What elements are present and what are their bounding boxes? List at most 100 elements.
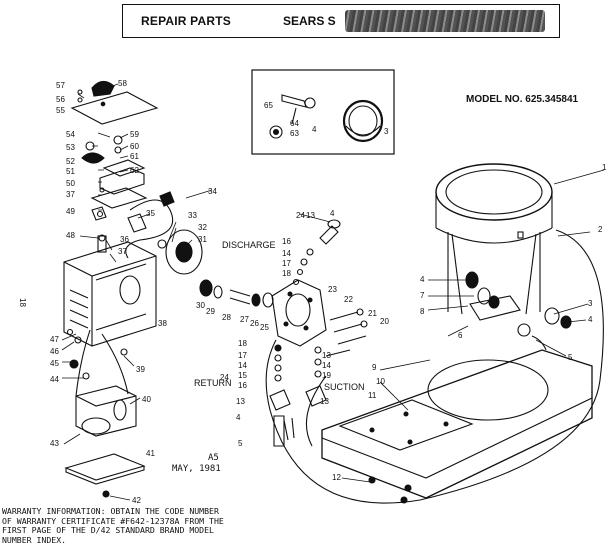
header-title-left: REPAIR PARTS [141,14,231,28]
part-label-9: 9 [372,363,377,372]
part-label-40: 40 [142,395,151,404]
part-label-63: 63 [290,129,299,138]
date-code: A5 [208,453,219,463]
part-label-11: 11 [368,391,377,400]
inset-fitting [269,94,316,139]
part-label-16b: 16 [238,381,247,390]
part-label-33: 33 [188,211,197,220]
header-box: REPAIR PARTS SEARS S [122,4,560,38]
header-obscured-text [345,10,545,32]
part-label-8: 8 [420,307,425,316]
part-label-5a: 5 [238,439,243,448]
part-label-51: 51 [66,167,75,176]
part-label-12: 12 [332,473,341,482]
part-label-22: 22 [344,295,353,304]
part-label-15: 15 [238,371,247,380]
part-label-34: 34 [208,187,217,196]
part-label-59: 59 [130,130,139,139]
part-label-37b: 37 [118,247,127,256]
part-label-2: 2 [598,225,603,234]
suction-label: SUCTION [324,382,365,392]
part-label-38: 38 [158,319,167,328]
part-label-65: 65 [264,101,273,110]
warranty-line: NUMBER INDEX. [2,534,67,545]
base-plate [64,453,146,498]
part-label-4d: 4 [420,275,425,284]
warranty-information: WARRANTY INFORMATION: OBTAIN THE CODE NU… [2,506,302,545]
side-number: 18 [18,298,27,307]
part-label-28: 28 [222,313,231,322]
return-suction-fittings [269,344,327,447]
part-label-18a: 18 [282,269,291,278]
part-label-24a: 24 [296,211,305,220]
return-label: RETURN [194,378,232,388]
part-label-56: 56 [56,95,65,104]
leader-lines [61,83,605,501]
part-label-58: 58 [118,79,127,88]
part-label-19: 19 [322,371,331,380]
part-label-41: 41 [146,449,155,458]
motor-housing [63,235,157,347]
warranty-line: OF WARRANTY CERTIFICATE #F642-12378A FRO… [2,515,224,526]
part-label-3b: 3 [588,299,593,308]
base-platform [321,349,593,499]
part-label-17a: 17 [282,259,291,268]
part-label-52: 52 [66,157,75,166]
power-cord [125,191,175,259]
part-label-4b: 4 [236,413,241,422]
part-label-27: 27 [240,315,249,324]
inset-box [251,69,395,155]
pump-bolts [325,308,368,357]
filter-tank [435,163,553,315]
part-number-labels: 58 57 56 55 54 53 52 51 50 37 49 59 60 6… [18,79,607,505]
part-label-30: 30 [196,301,205,310]
part-label-60: 60 [130,142,139,151]
part-label-36: 36 [120,235,129,244]
part-label-4c: 4 [312,125,317,134]
part-label-37a: 37 [66,190,75,199]
part-label-3a: 3 [384,127,389,136]
part-label-50: 50 [66,179,75,188]
valve-assembly [465,271,572,351]
part-label-17b: 17 [238,351,247,360]
warranty-line: WARRANTY INFORMATION: OBTAIN THE CODE NU… [2,506,219,516]
capacitor [75,329,137,437]
pump-body [271,279,327,347]
part-label-14b: 14 [238,361,247,370]
part-label-31: 31 [198,235,207,244]
part-label-1: 1 [602,163,607,172]
part-label-55: 55 [56,106,65,115]
part-label-13d: 13 [320,397,329,406]
part-label-62: 62 [130,166,139,175]
part-label-10: 10 [376,377,385,386]
inset-seal-ring [342,99,384,143]
part-label-43: 43 [50,439,59,448]
model-number: MODEL NO. 625.345841 [466,94,579,105]
part-label-13a: 13 [306,211,315,220]
part-label-47: 47 [50,335,59,344]
shaft-seal-stack [199,279,274,308]
part-label-4a: 4 [330,209,335,218]
part-label-57: 57 [56,81,65,90]
part-label-14c: 14 [322,361,331,370]
part-label-26: 26 [250,319,259,328]
part-label-23: 23 [328,285,337,294]
part-label-42: 42 [132,496,141,505]
part-label-7: 7 [420,291,425,300]
top-cover-plate [70,80,159,125]
part-label-49: 49 [66,207,75,216]
seal-plate [157,229,203,275]
part-label-46: 46 [50,347,59,356]
part-label-14a: 14 [282,249,291,258]
part-label-39: 39 [136,365,145,374]
part-label-5b: 5 [568,353,573,362]
discharge-fittings [292,219,341,286]
part-label-18b: 18 [238,339,247,348]
part-label-4e: 4 [588,315,593,324]
part-label-45: 45 [50,359,59,368]
part-label-13b: 13 [236,397,245,406]
part-label-35: 35 [146,209,155,218]
part-label-48: 48 [66,231,75,240]
